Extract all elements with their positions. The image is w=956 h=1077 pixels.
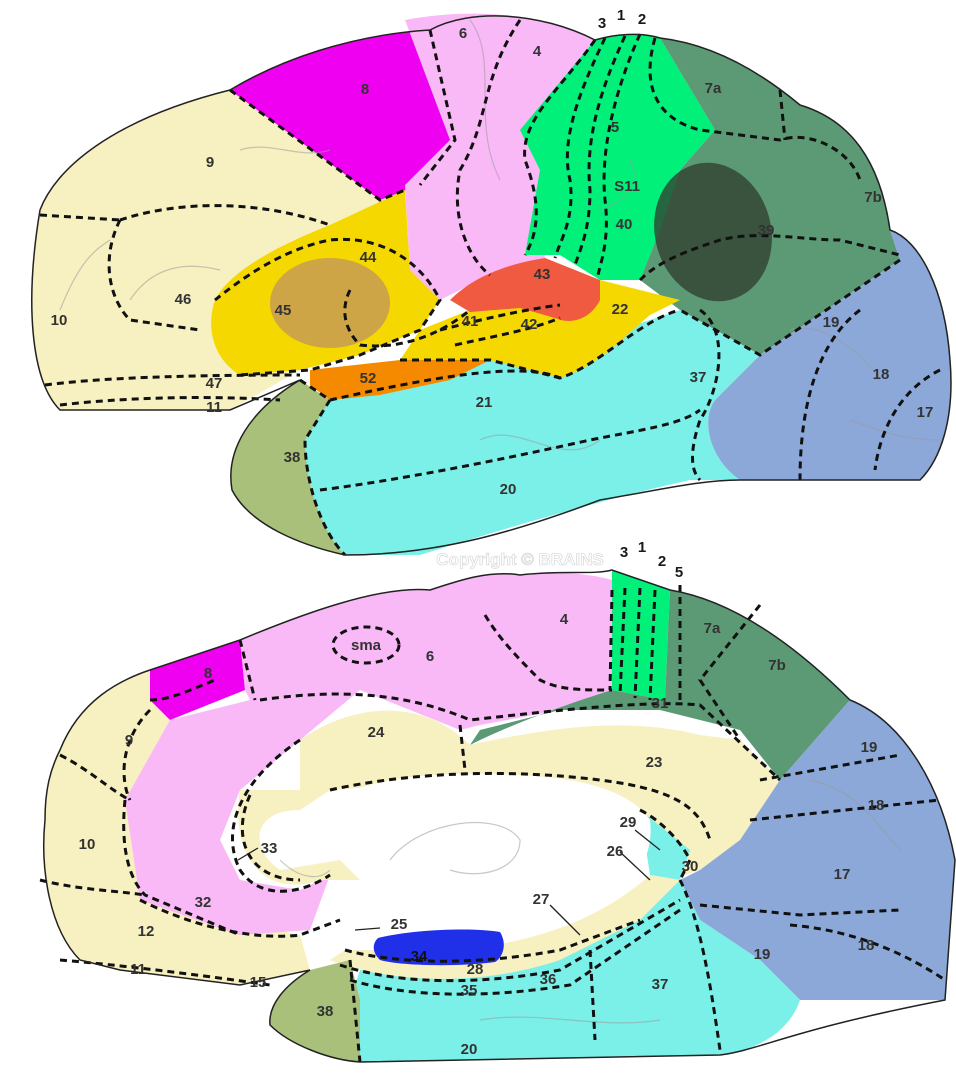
lateral-label-7a: 7a <box>705 80 722 97</box>
medial-label-26: 26 <box>607 843 624 860</box>
medial-label-36: 36 <box>540 971 557 988</box>
copyright-watermark: Copyright © BRAINS <box>436 550 603 569</box>
medial-label-19b: 19 <box>754 946 771 963</box>
lateral-label-45: 45 <box>275 302 292 319</box>
lateral-label-47: 47 <box>206 375 223 392</box>
lateral-label-17: 17 <box>917 404 934 421</box>
medial-label-7a: 7a <box>704 620 721 637</box>
medial-label-7b: 7b <box>768 657 786 674</box>
lateral-label-46: 46 <box>175 291 192 308</box>
medial-label-17: 17 <box>834 866 851 883</box>
medial-label-9: 9 <box>125 732 133 749</box>
medial-label-18b: 18 <box>858 937 875 954</box>
medial-label-8: 8 <box>204 665 212 682</box>
lateral-label-4: 4 <box>533 43 542 60</box>
lateral-label-19: 19 <box>823 314 840 331</box>
medial-corpus-callosum <box>310 774 651 930</box>
lateral-label-44: 44 <box>360 249 377 266</box>
medial-label-3: 3 <box>620 544 628 561</box>
lateral-label-37: 37 <box>690 369 707 386</box>
medial-label-19a: 19 <box>861 739 878 756</box>
lateral-label-43: 43 <box>534 266 551 283</box>
medial-label-28: 28 <box>467 961 484 978</box>
lateral-label-18: 18 <box>873 366 890 383</box>
lateral-label-1: 1 <box>617 7 625 24</box>
medial-label-32: 32 <box>195 894 212 911</box>
lateral-label-S11: S11 <box>614 178 640 195</box>
lateral-label-6: 6 <box>459 25 467 42</box>
lateral-label-8: 8 <box>361 81 369 98</box>
lateral-label-21: 21 <box>476 394 493 411</box>
medial-label-24: 24 <box>368 724 385 741</box>
lateral-label-41: 41 <box>462 313 479 330</box>
lateral-label-40: 40 <box>616 216 633 233</box>
lateral-label-42: 42 <box>521 316 538 333</box>
lateral-label-11: 11 <box>206 399 222 416</box>
medial-label-20: 20 <box>461 1041 478 1058</box>
medial-label-23: 23 <box>646 754 663 771</box>
lateral-label-2: 2 <box>638 11 646 28</box>
medial-label-25: 25 <box>391 916 408 933</box>
lateral-brain-view: 10 9 46 8 6 4 3 1 2 5 7a 7b S11 40 39 44… <box>32 7 951 555</box>
medial-label-33: 33 <box>261 840 278 857</box>
medial-label-31: 31 <box>652 695 669 712</box>
medial-label-34: 34 <box>411 948 428 965</box>
lateral-label-20: 20 <box>500 481 517 498</box>
medial-label-27: 27 <box>533 891 550 908</box>
medial-label-37: 37 <box>652 976 669 993</box>
lateral-label-22: 22 <box>612 301 629 318</box>
medial-label-12: 12 <box>138 923 155 940</box>
medial-label-1: 1 <box>638 539 646 556</box>
lateral-label-10: 10 <box>51 312 68 329</box>
medial-label-30: 30 <box>682 858 699 875</box>
lateral-label-9: 9 <box>206 154 214 171</box>
lateral-label-38: 38 <box>284 449 301 466</box>
medial-label-38: 38 <box>317 1003 334 1020</box>
medial-label-sma: sma <box>351 637 382 654</box>
medial-label-6: 6 <box>426 648 434 665</box>
medial-label-29: 29 <box>620 814 637 831</box>
medial-label-18a: 18 <box>868 797 885 814</box>
medial-label-11: 11 <box>130 961 146 978</box>
medial-label-10: 10 <box>79 836 96 853</box>
lateral-label-3: 3 <box>598 15 606 32</box>
lateral-label-52: 52 <box>360 370 377 387</box>
lateral-label-5: 5 <box>611 119 619 136</box>
lateral-label-39: 39 <box>758 222 775 239</box>
medial-label-35: 35 <box>461 982 478 999</box>
medial-label-5: 5 <box>675 564 683 581</box>
medial-brain-view: 3 1 2 5 sma 6 4 7a 7b 8 9 31 24 23 19 18… <box>40 539 955 1062</box>
medial-label-4: 4 <box>560 611 569 628</box>
lateral-label-7b: 7b <box>864 189 882 206</box>
medial-label-15: 15 <box>250 974 267 991</box>
medial-label-2: 2 <box>658 553 666 570</box>
